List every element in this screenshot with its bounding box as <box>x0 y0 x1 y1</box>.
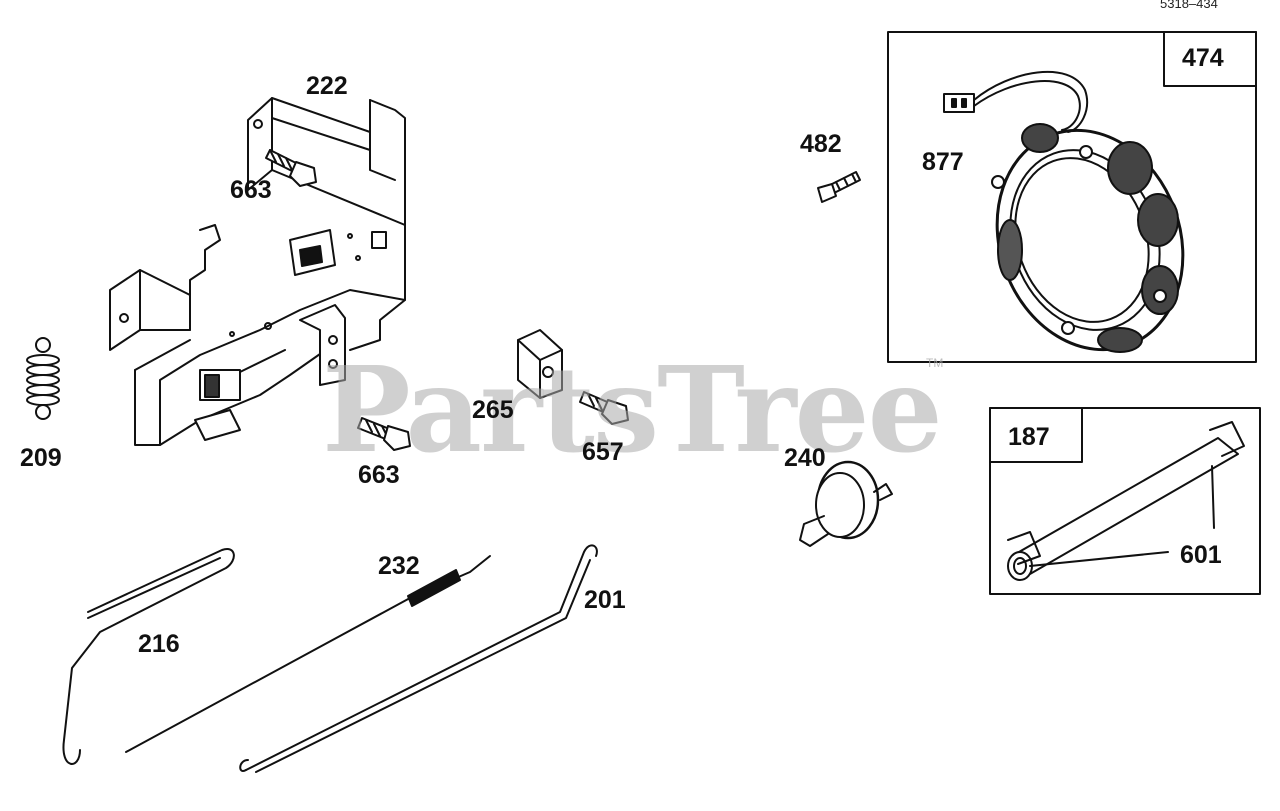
callout-601[interactable]: 601 <box>1180 541 1222 569</box>
fuel-line-tube <box>1007 421 1245 581</box>
screw-482 <box>817 171 861 203</box>
leader-601-upper <box>1211 465 1215 529</box>
bolt-657 <box>579 391 629 425</box>
alternator-ring <box>991 123 1185 353</box>
watermark: PartsTree <box>322 340 943 479</box>
link-rod-216 <box>62 548 235 765</box>
callout-663-lower[interactable]: 663 <box>358 461 400 489</box>
spring-209 <box>26 337 60 420</box>
fuel-filter-240 <box>799 460 893 547</box>
bolt-663-upper <box>265 149 317 187</box>
reference-code: 5318–434 <box>1160 0 1218 11</box>
box-187-frame <box>989 407 1261 595</box>
clip-265 <box>517 329 563 399</box>
callout-232[interactable]: 232 <box>378 552 420 580</box>
callout-209[interactable]: 209 <box>20 444 62 472</box>
leader-601-lower <box>1029 551 1169 567</box>
box-474-frame <box>887 31 1257 363</box>
callout-240[interactable]: 240 <box>784 444 826 472</box>
box-474-tag <box>1163 31 1257 87</box>
callout-222[interactable]: 222 <box>306 72 348 100</box>
box-187-tag <box>989 407 1083 463</box>
wire-connector-877 <box>943 70 1088 133</box>
control-bracket-222 <box>109 97 406 446</box>
callout-187[interactable]: 187 <box>1008 423 1050 451</box>
governor-rod-201 <box>239 544 598 773</box>
callout-663-upper[interactable]: 663 <box>230 176 272 204</box>
watermark-trademark: TM <box>926 356 944 370</box>
callout-877[interactable]: 877 <box>922 148 964 176</box>
callout-482[interactable]: 482 <box>800 130 842 158</box>
bolt-663-lower <box>357 417 411 451</box>
callout-474[interactable]: 474 <box>1182 44 1224 72</box>
callout-216[interactable]: 216 <box>138 630 180 658</box>
callout-201[interactable]: 201 <box>584 586 626 614</box>
callout-265[interactable]: 265 <box>472 396 514 424</box>
link-spring-232 <box>125 555 491 753</box>
callout-657[interactable]: 657 <box>582 438 624 466</box>
